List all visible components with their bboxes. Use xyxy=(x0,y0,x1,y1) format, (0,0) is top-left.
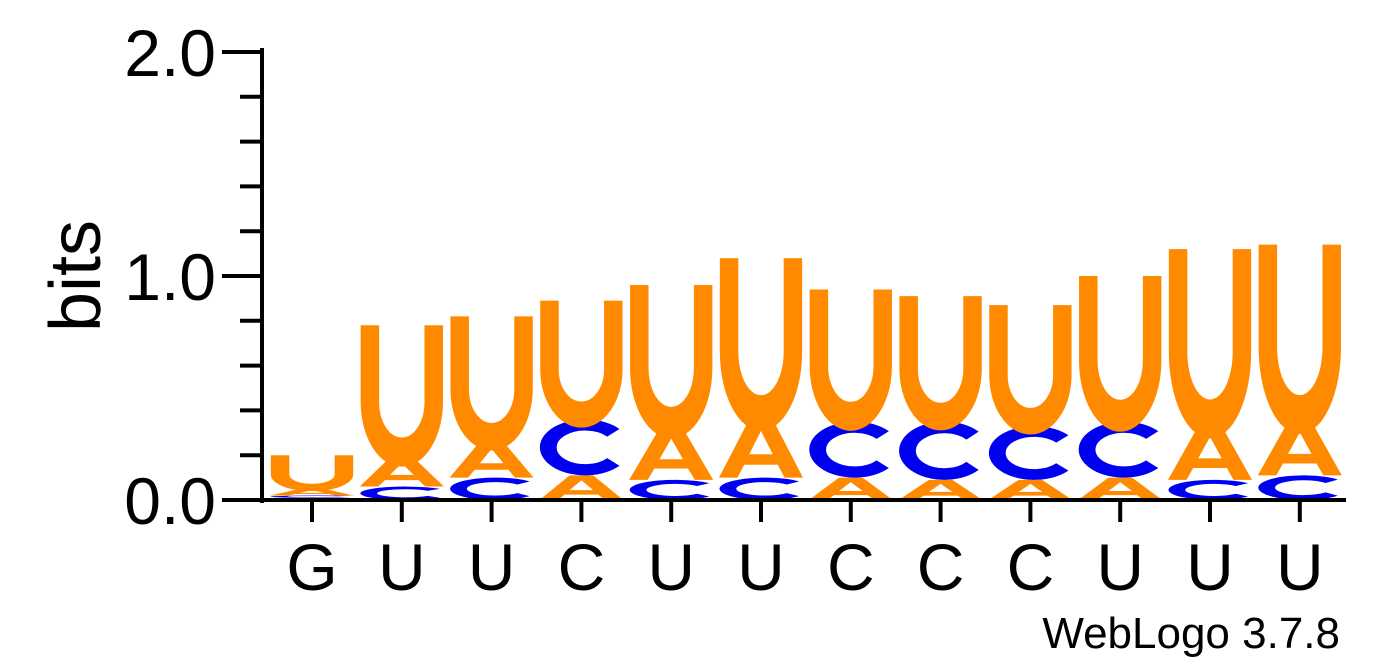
logo-letter-U xyxy=(719,258,803,431)
y-tick-label: 1.0 xyxy=(124,240,216,314)
logo-letter-U xyxy=(450,316,533,451)
logo-letter-A xyxy=(1078,477,1163,500)
logo-letter-U xyxy=(270,455,354,492)
x-tick-label: C xyxy=(827,530,875,604)
x-tick-label: U xyxy=(1186,530,1234,604)
logo-letter-C xyxy=(988,426,1069,480)
y-axis: 0.0 1.0 2.0 xyxy=(124,16,264,538)
logo-letter-C xyxy=(270,495,351,498)
x-tick-label: G xyxy=(286,530,337,604)
logo-letter-U xyxy=(360,325,443,467)
logo-letter-A xyxy=(359,457,444,487)
logo-letter-A xyxy=(1257,421,1342,476)
logo-letter-A xyxy=(988,479,1073,500)
logo-letter-C xyxy=(629,479,710,500)
logo-letter-A xyxy=(719,419,803,478)
logo-letter-A xyxy=(270,488,354,496)
logo-letter-U xyxy=(540,300,623,428)
logo-letter-U xyxy=(630,284,713,439)
weblogo-credit: WebLogo 3.7.8 xyxy=(1042,609,1340,658)
logo-letter-C xyxy=(899,421,979,480)
logo-letter-U xyxy=(1079,276,1162,432)
logo-letter-U xyxy=(989,305,1072,435)
x-tick-label: U xyxy=(378,530,426,604)
y-tick-label: 0.0 xyxy=(124,464,216,538)
logo-letter-U xyxy=(1168,249,1252,439)
y-axis-title: bits xyxy=(36,220,116,332)
logo-letter-C xyxy=(1168,479,1249,500)
logo-letter-A xyxy=(449,441,534,478)
x-tick-label: U xyxy=(1096,530,1144,604)
x-tick-label: C xyxy=(917,530,965,604)
logo-letter-C xyxy=(719,477,800,500)
logo-letter-U xyxy=(899,296,982,431)
logo-letter-A xyxy=(539,475,624,500)
logo-letter-U xyxy=(1258,244,1341,434)
logo-letter-U xyxy=(809,289,892,431)
logo-letter-A xyxy=(1168,426,1252,480)
logo-letter-A xyxy=(629,428,714,480)
logo-letter-C xyxy=(539,419,620,476)
x-tick-label: C xyxy=(558,530,606,604)
x-tick-label: U xyxy=(468,530,516,604)
logo-letter-A xyxy=(898,479,983,500)
logo-letter-A xyxy=(808,477,893,500)
x-tick-label: U xyxy=(1276,530,1324,604)
logo-letter-C xyxy=(1078,421,1159,478)
letter-stacks xyxy=(268,244,1342,500)
y-tick-label: 2.0 xyxy=(124,16,216,90)
logo-letter-C xyxy=(450,477,530,500)
x-tick-label: C xyxy=(1007,530,1055,604)
logo-letter-C xyxy=(1258,475,1338,500)
x-tick-label: U xyxy=(647,530,695,604)
x-tick-label: U xyxy=(737,530,785,604)
logo-letter-C xyxy=(360,486,440,500)
logo-letter-C xyxy=(809,421,889,478)
